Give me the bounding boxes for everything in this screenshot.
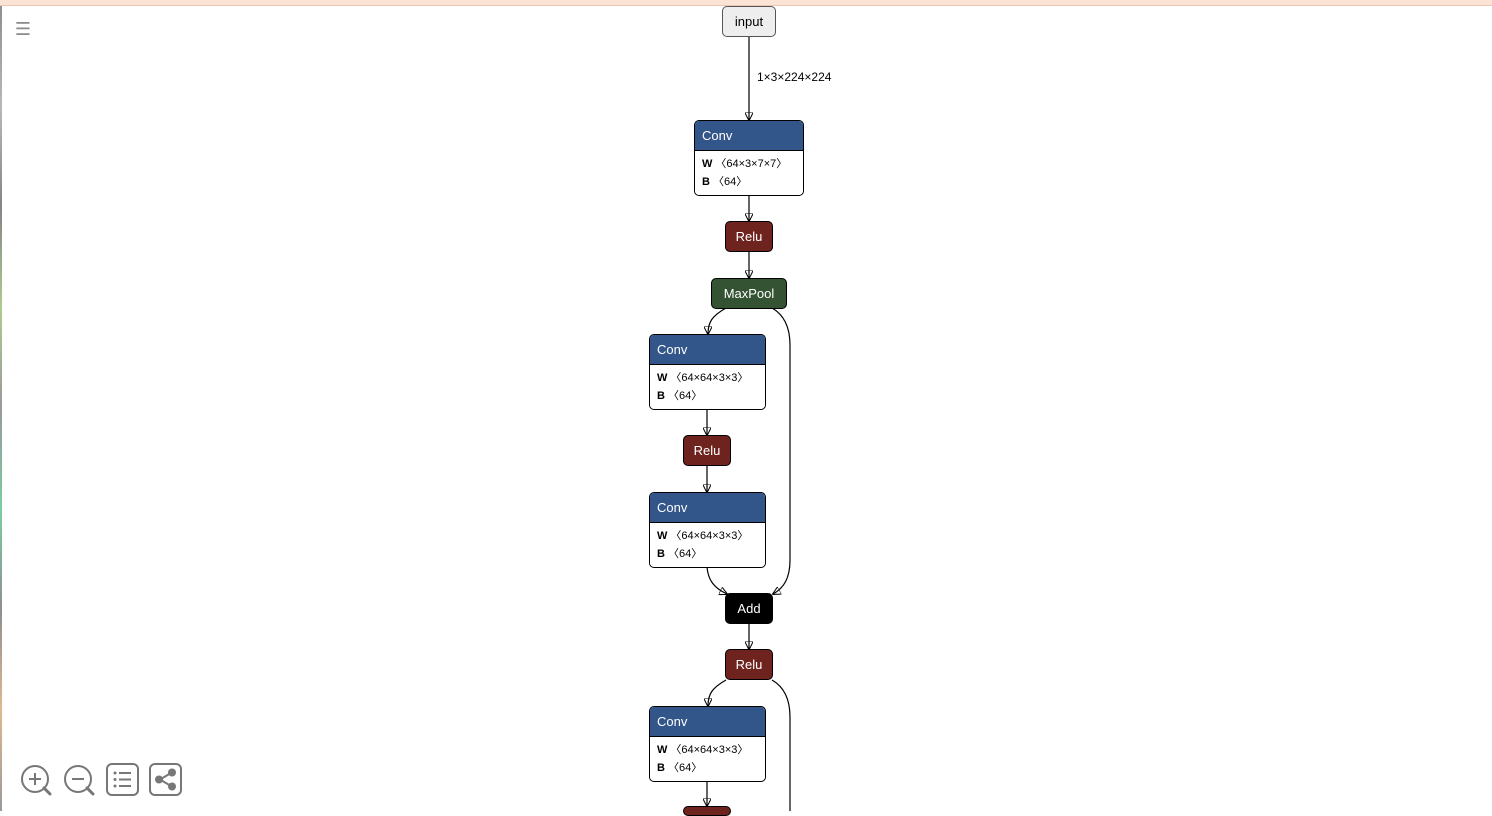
node-op-label: Conv [650, 493, 765, 523]
graph-node-relu4-partial[interactable] [683, 806, 731, 816]
node-attributes: W〈64×64×3×3〉 B〈64〉 [650, 737, 765, 779]
weight-shape: 〈64×3×7×7〉 [715, 158, 788, 170]
list-icon [106, 763, 139, 796]
graph-node-conv1[interactable]: Conv W〈64×3×7×7〉 B〈64〉 [694, 120, 804, 196]
bias-shape: 〈64〉 [667, 390, 703, 402]
node-op-label: Conv [650, 707, 765, 737]
node-attributes: W〈64×64×3×3〉 B〈64〉 [650, 365, 765, 407]
window-left-edge [0, 6, 2, 811]
share-icon [149, 763, 182, 796]
graph-node-input[interactable]: input [722, 6, 776, 37]
graph-node-maxpool[interactable]: MaxPool [711, 278, 787, 309]
bias-key: B [657, 762, 665, 774]
weight-key: W [657, 372, 668, 384]
zoom-in-button[interactable] [19, 763, 52, 796]
bias-key: B [657, 548, 665, 560]
graph-node-conv3[interactable]: Conv W〈64×64×3×3〉 B〈64〉 [649, 492, 766, 568]
share-button[interactable] [149, 763, 182, 796]
node-list-button[interactable] [106, 763, 139, 796]
graph-node-relu2[interactable]: Relu [683, 435, 731, 466]
bias-shape: 〈64〉 [712, 176, 748, 188]
weight-key: W [657, 530, 668, 542]
weight-shape: 〈64×64×3×3〉 [670, 744, 749, 756]
graph-node-relu1[interactable]: Relu [725, 221, 773, 252]
bias-shape: 〈64〉 [667, 762, 703, 774]
zoom-out-icon [64, 765, 95, 796]
edge-maxpool-conv2 [708, 307, 727, 334]
graph-node-add[interactable]: Add [725, 593, 773, 624]
weight-key: W [702, 158, 713, 170]
weight-key: W [657, 744, 668, 756]
node-attributes: W〈64×3×7×7〉 B〈64〉 [695, 151, 803, 193]
graph-node-conv4[interactable]: Conv W〈64×64×3×3〉 B〈64〉 [649, 706, 766, 782]
graph-node-conv2[interactable]: Conv W〈64×64×3×3〉 B〈64〉 [649, 334, 766, 410]
edge-conv3-add [706, 566, 727, 594]
zoom-out-button[interactable] [62, 763, 95, 796]
edge-relu3-next [771, 679, 791, 811]
node-attributes: W〈64×64×3×3〉 B〈64〉 [650, 523, 765, 565]
bias-shape: 〈64〉 [667, 548, 703, 560]
bias-key: B [657, 390, 665, 402]
graph-node-relu3[interactable]: Relu [725, 649, 773, 680]
menu-icon[interactable]: ☰ [14, 19, 32, 39]
weight-shape: 〈64×64×3×3〉 [670, 372, 749, 384]
window-top-strip [0, 0, 1492, 6]
bias-key: B [702, 176, 710, 188]
edge-label-input-shape: 1×3×224×224 [757, 70, 832, 84]
node-op-label: Conv [650, 335, 765, 365]
zoom-in-icon [21, 765, 52, 796]
weight-shape: 〈64×64×3×3〉 [670, 530, 749, 542]
edge-maxpool-add [772, 307, 791, 594]
node-op-label: Conv [695, 121, 803, 151]
edge-relu3-conv4 [708, 679, 727, 706]
